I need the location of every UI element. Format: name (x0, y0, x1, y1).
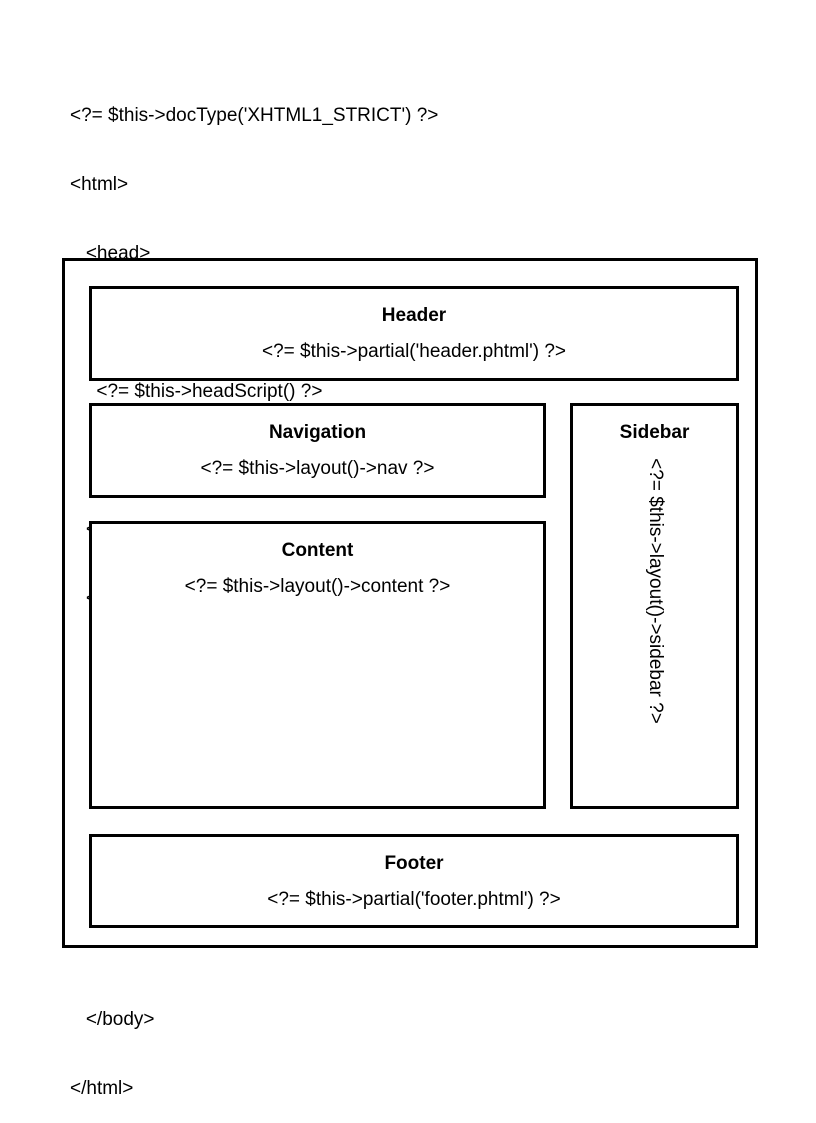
header-box-title: Header (381, 305, 447, 326)
code-line: <?= $this->docType('XHTML1_STRICT') ?> (70, 105, 439, 126)
navigation-box-title: Navigation (268, 422, 367, 443)
code-line: <html> (70, 174, 129, 195)
navigation-box-code: <?= $this->layout()->nav ?> (200, 458, 435, 479)
header-box-code: <?= $this->partial('header.phtml') ?> (261, 341, 567, 362)
code-line: </body> (70, 1009, 155, 1030)
code-line: </html> (70, 1078, 134, 1099)
code-line: <?= $this->headScript() ?> (70, 381, 323, 402)
footer-box-code: <?= $this->partial('footer.phtml') ?> (267, 889, 561, 910)
code-listing-bottom: </body> </html> (70, 962, 155, 1123)
diagram-box-content: Content <?= $this->layout()->content ?> (89, 521, 546, 809)
sidebar-box-title: Sidebar (619, 422, 690, 443)
diagram-box-navigation: Navigation <?= $this->layout()->nav ?> (89, 403, 546, 498)
diagram-box-header: Header <?= $this->partial('header.phtml'… (89, 286, 739, 381)
content-box-title: Content (281, 540, 354, 561)
diagram-box-sidebar: Sidebar <?= $this->layout()->sidebar ?> (570, 403, 739, 809)
content-box-code: <?= $this->layout()->content ?> (184, 576, 451, 597)
footer-box-title: Footer (384, 853, 444, 874)
sidebar-code-rotated-wrap: <?= $this->layout()->sidebar ?> (573, 458, 736, 806)
diagram-box-footer: Footer <?= $this->partial('footer.phtml'… (89, 834, 739, 928)
sidebar-box-code: <?= $this->layout()->sidebar ?> (644, 458, 666, 724)
layout-diagram-frame: Header <?= $this->partial('header.phtml'… (62, 258, 758, 948)
